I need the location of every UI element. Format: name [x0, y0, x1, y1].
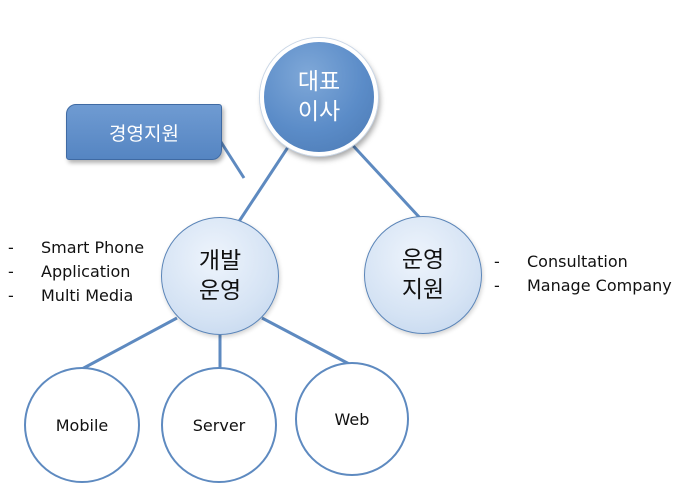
list-item: - Application [8, 260, 144, 284]
list-item-label: Multi Media [41, 286, 134, 305]
connector-ceo-ops [344, 136, 422, 220]
bullet-dash: - [8, 238, 14, 257]
server-node: Server [161, 367, 277, 483]
mobile-label: Mobile [55, 415, 109, 435]
ops-label-line2: 지원 [401, 277, 445, 303]
bullet-dash: - [494, 276, 500, 295]
list-item: - Multi Media [8, 284, 144, 308]
dev-label-line2: 운영 [198, 278, 242, 304]
callout-label: 경영지원 [109, 122, 179, 145]
web-label: Web [334, 409, 370, 429]
ceo-node: 대표 이사 [260, 38, 378, 156]
server-label: Server [192, 415, 246, 435]
connector-dev-web [261, 316, 354, 368]
development-operations-node: 개발 운영 [161, 217, 279, 335]
connector-dev-mobile [79, 316, 178, 372]
list-item-label: Consultation [527, 252, 628, 271]
list-item: - Manage Company [494, 274, 672, 298]
list-item-label: Manage Company [527, 276, 672, 295]
dev-items-list: - Smart Phone - Application - Multi Medi… [8, 236, 144, 308]
list-item-label: Smart Phone [41, 238, 145, 257]
web-node: Web [295, 362, 409, 476]
list-item: - Consultation [494, 250, 672, 274]
dev-label-line1: 개발 [198, 248, 242, 274]
ceo-label-line1: 대표 [297, 69, 341, 95]
management-support-callout: 경영지원 [66, 104, 222, 160]
bullet-dash: - [494, 252, 500, 271]
ops-label-line1: 운영 [401, 247, 445, 273]
mobile-node: Mobile [24, 367, 140, 483]
ops-items-list: - Consultation - Manage Company [494, 250, 672, 298]
ceo-label-line2: 이사 [297, 99, 341, 125]
connector-ceo-dev [236, 137, 296, 224]
list-item-label: Application [41, 262, 131, 281]
operations-support-node: 운영 지원 [364, 216, 482, 334]
list-item: - Smart Phone [8, 236, 144, 260]
bullet-dash: - [8, 262, 14, 281]
bullet-dash: - [8, 286, 14, 305]
